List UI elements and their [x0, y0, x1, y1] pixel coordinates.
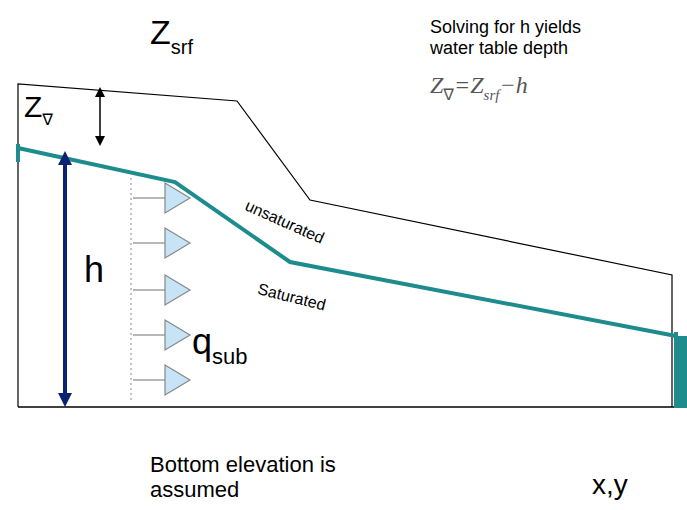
depth-label: Z∇ [24, 90, 53, 123]
axis-label: x,y [592, 470, 628, 501]
symbol: Z [24, 90, 42, 123]
zone-label: Saturated [256, 280, 328, 314]
outlet-tick [674, 332, 678, 354]
equation-part: −h [499, 72, 527, 98]
flux-section [130, 178, 132, 400]
note-text: Bottom elevation is assumed [150, 452, 375, 503]
surface-elevation-label: Zsrf [150, 14, 193, 51]
water-table-tick [16, 144, 20, 162]
axis-text: x,y [592, 470, 628, 501]
symbol: Z [150, 14, 171, 51]
subscript: ∇ [42, 111, 53, 129]
water-table [18, 148, 676, 336]
symbol: q [192, 322, 212, 362]
subscript: srf [484, 87, 500, 104]
symbol: h [84, 250, 104, 290]
head-arrow [63, 158, 67, 400]
ground-surface [18, 84, 672, 407]
subscript: ∇ [443, 86, 454, 104]
depth-equation: Z∇=Zsrf−h [430, 72, 528, 98]
head-label: h [84, 250, 104, 290]
flux-label: qsub [192, 322, 248, 362]
depth-arrow [99, 92, 101, 141]
subscript: sub [212, 345, 247, 369]
bottom-line [18, 406, 684, 408]
note-text: Solving for h yields water table depth [430, 17, 620, 58]
subscript: srf [171, 36, 193, 58]
equation-part: =Z [454, 72, 484, 98]
symbol: Z [430, 72, 443, 98]
flux-arrows [133, 183, 190, 395]
